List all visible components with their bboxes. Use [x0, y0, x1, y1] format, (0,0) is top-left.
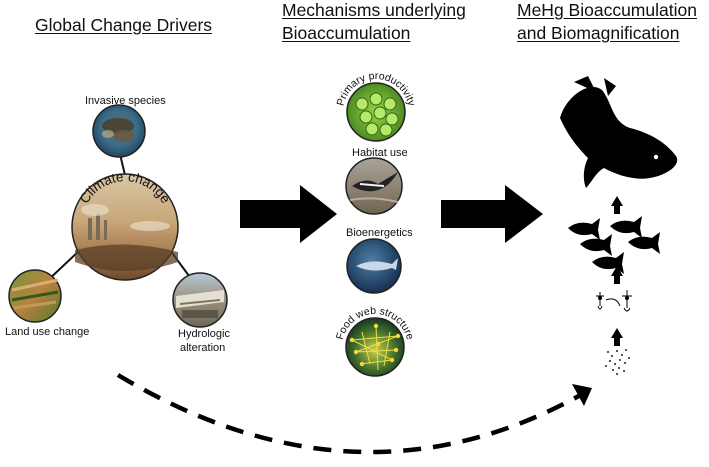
label-hydrologic-line2: alteration	[180, 342, 226, 354]
heading-mehg-line1: MeHg Bioaccumulation	[517, 0, 697, 20]
dashed-curved-arrow-icon	[116, 373, 588, 455]
label-land-use-change: Land use change	[5, 326, 90, 338]
primary-productivity-image	[346, 82, 406, 142]
label-habitat-use: Habitat use	[352, 147, 408, 159]
label-bioenergetics: Bioenergetics	[346, 227, 413, 239]
label-invasive-species: Invasive species	[85, 95, 166, 107]
habitat-use-image	[345, 157, 403, 215]
heading-mechanisms-line1: Mechanisms underlying	[282, 0, 466, 20]
land-use-change-image	[8, 269, 62, 323]
climate-change-image	[71, 173, 179, 281]
label-hydrologic-line1: Hydrologic	[178, 328, 230, 340]
heading-global-change-drivers: Global Change Drivers	[35, 15, 213, 35]
arrow-right-icon	[240, 185, 337, 243]
large-fish-icon	[560, 76, 678, 188]
zooplankton-icon	[596, 290, 632, 312]
phytoplankton-dots-icon	[605, 349, 630, 375]
food-web-structure-image	[345, 317, 405, 377]
heading-mehg-line2: and Biomagnification	[517, 23, 680, 43]
heading-mechanisms-line2: Bioaccumulation	[282, 23, 411, 43]
small-fish-school-icon	[568, 216, 660, 274]
bioenergetics-image	[346, 238, 402, 294]
arrow-up-icon	[611, 196, 623, 346]
hydrologic-alteration-image	[172, 272, 228, 328]
arrow-head-icon	[572, 384, 592, 406]
arrow-right-icon	[441, 185, 543, 243]
invasive-species-image	[92, 104, 146, 158]
